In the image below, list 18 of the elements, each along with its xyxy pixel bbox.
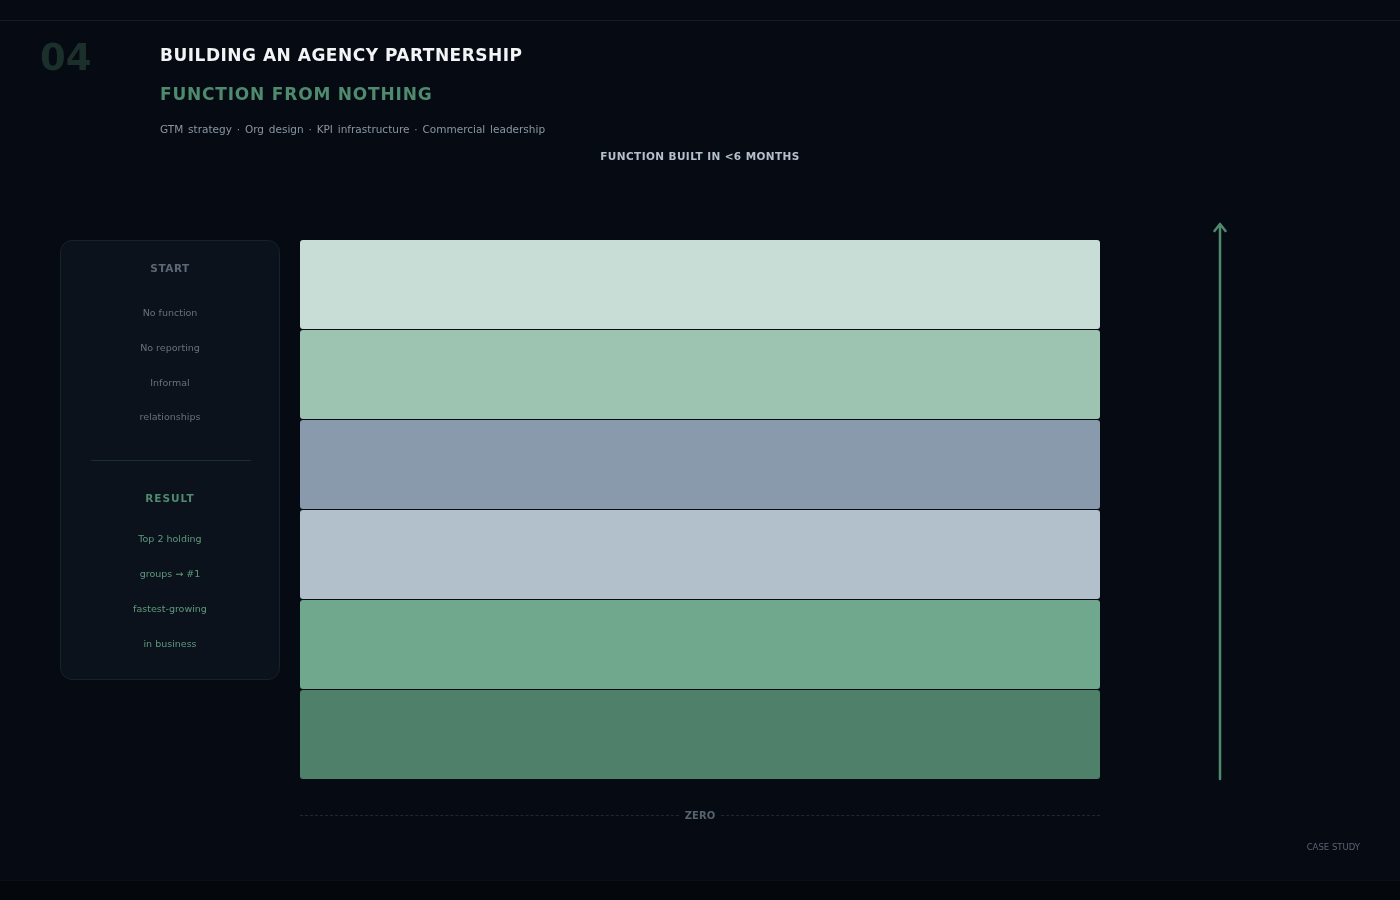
list-item: Informal relationships [138,376,202,424]
panel-heading: RESULT [145,491,195,506]
list-item: No function [142,306,198,320]
info-panel [60,240,280,680]
panel-heading: START [150,261,190,276]
layer-bar [300,690,1100,779]
layer-bar [300,420,1100,509]
slide-subtitle: FUNCTION FROM NOTHING [160,83,433,105]
layer-bar [300,330,1100,419]
layer-bar [300,510,1100,599]
list-item: No reporting [140,341,200,355]
slide-title: BUILDING AN AGENCY PARTNERSHIP [160,44,523,66]
result-text: Top 2 holding groups → #1 fastest-growing in business [132,532,208,651]
layer-bar [300,600,1100,689]
tag-line: GTM strategy · Org design · KPI infrastructure · Commercial leadership [160,122,546,137]
chart-heading: FUNCTION BUILT IN <6 MONTHS [600,149,800,164]
footer-label: CASE STUDY [1306,841,1360,853]
layer-bar [300,240,1100,329]
